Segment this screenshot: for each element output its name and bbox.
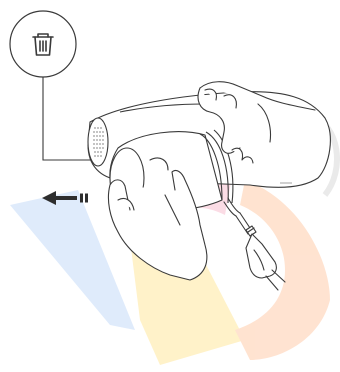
watermark-orange-shape [235,180,330,360]
cord-strain-relief [246,226,256,236]
trash-icon-badge [10,11,76,77]
